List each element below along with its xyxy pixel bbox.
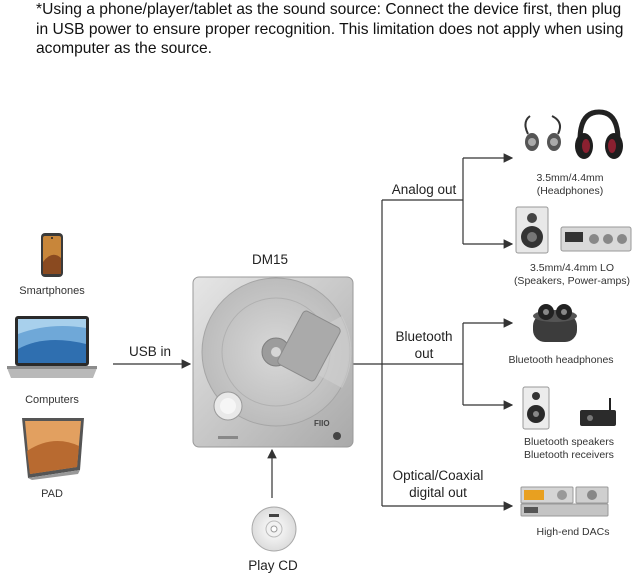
source-label-pad: PAD <box>41 488 63 500</box>
digital-out-label: Optical/Coaxial digital out <box>392 468 484 500</box>
smartphone-icon <box>40 232 64 283</box>
analog-out-label: Analog out <box>391 182 457 197</box>
source-label-computers: Computers <box>25 394 79 406</box>
amplifier-icon <box>560 226 632 257</box>
usage-note: *Using a phone/player/tablet as the soun… <box>36 1 624 57</box>
usb-in-label: USB in <box>128 344 172 359</box>
bluetooth-out-label: Bluetooth out <box>395 329 453 361</box>
dm15-device: FIIO <box>192 276 354 455</box>
iem-earphones-icon <box>520 112 566 167</box>
target-label-lo: 3.5mm/4.4mm LO (Speakers, Power-amps) <box>513 262 631 287</box>
source-label-smartphones: Smartphones <box>19 285 85 297</box>
tws-earbuds-icon <box>530 300 580 349</box>
cd-disc-icon <box>250 505 298 558</box>
tablet-icon <box>18 416 88 485</box>
laptop-icon <box>5 314 99 389</box>
headphones-icon <box>574 108 624 169</box>
play-cd-label: Play CD <box>248 558 298 573</box>
target-label-dacs: High-end DACs <box>536 526 610 538</box>
bt-speaker-icon <box>522 386 550 435</box>
device-name: DM15 <box>251 252 288 267</box>
device-brand: FIIO <box>314 419 330 428</box>
target-label-bt-speakers: Bluetooth speakers Bluetooth receivers <box>524 436 614 461</box>
bt-receiver-icon <box>578 396 618 433</box>
dac-unit-icon <box>520 486 610 523</box>
bookshelf-speaker-icon <box>515 206 549 259</box>
target-label-bt-headphones: Bluetooth headphones <box>508 354 614 366</box>
target-label-headphones: 3.5mm/4.4mm (Headphones) <box>536 172 604 197</box>
